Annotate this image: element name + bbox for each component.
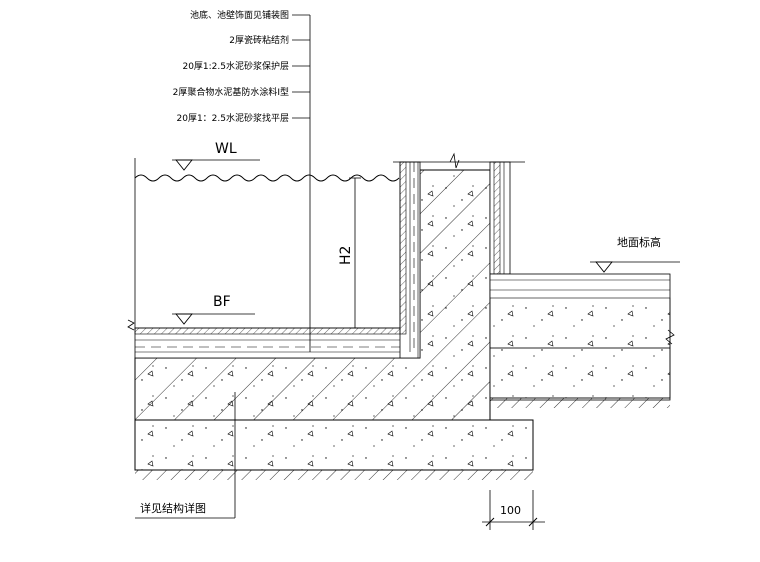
structure-note-label: 详见结构详图 <box>140 501 206 515</box>
depth-label: H2 <box>338 246 354 265</box>
layer-label-3: 20厚1:2.5水泥砂浆保护层 <box>182 60 289 72</box>
layer-callout: 池底、池壁饰面见铺装图 2厚瓷砖粘结剂 20厚1:2.5水泥砂浆保护层 2厚聚合… <box>173 9 311 352</box>
structure-note: 详见结构详图 <box>135 392 236 519</box>
ground-label: 地面标高 <box>617 235 661 249</box>
foundation-pad <box>134 419 534 480</box>
layer-label-5: 20厚1：2.5水泥砂浆找平层 <box>177 112 290 124</box>
wl-marker: WL <box>172 141 260 171</box>
width-dimension: 100 <box>482 490 545 530</box>
layer-label-2: 2厚瓷砖粘结剂 <box>229 34 289 46</box>
ground-buildup <box>489 273 675 408</box>
layer-label-1: 池底、池壁饰面见铺装图 <box>190 9 289 21</box>
wl-label: WL <box>215 141 237 157</box>
structural-concrete <box>134 169 491 421</box>
bf-label: BF <box>213 294 231 310</box>
width-dimension-label: 100 <box>500 504 521 517</box>
layer-label-4: 2厚聚合物水泥基防水涂料Ⅰ型 <box>173 86 289 98</box>
depth-dimension: H2 <box>338 177 361 329</box>
water-surface <box>127 158 400 331</box>
bf-marker: BF <box>172 294 255 325</box>
ground-marker: 地面标高 <box>590 235 680 273</box>
finish-layers <box>134 152 525 359</box>
